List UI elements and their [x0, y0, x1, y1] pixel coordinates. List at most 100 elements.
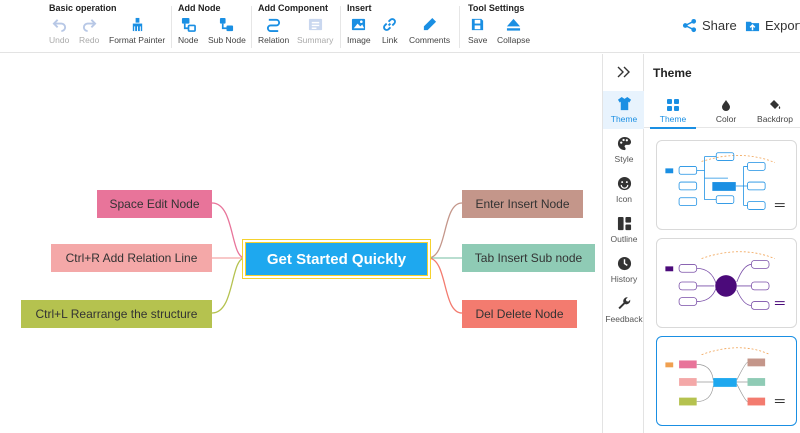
toolbar: Basic operation Undo Redo Format Painter… — [0, 0, 800, 53]
save-icon — [472, 18, 484, 31]
undo-button[interactable]: Undo — [49, 17, 69, 50]
redo-label: Redo — [79, 35, 100, 45]
export-button[interactable]: Export — [745, 15, 800, 35]
tab-label: Backdrop — [757, 113, 793, 124]
clock-icon — [617, 256, 631, 271]
node-label: Node — [178, 35, 199, 45]
outline-icon — [617, 216, 631, 231]
theme-card-blue[interactable] — [656, 140, 797, 230]
node-tab-insert-sub[interactable]: Tab Insert Sub node — [462, 244, 595, 272]
theme-preview — [665, 347, 785, 406]
sub-node-icon — [220, 17, 234, 32]
rail-item-theme[interactable]: Theme — [603, 91, 645, 129]
tab-theme[interactable]: Theme — [648, 94, 698, 129]
image-icon — [352, 18, 366, 31]
node-icon — [181, 17, 196, 32]
node-enter-insert[interactable]: Enter Insert Node — [462, 190, 583, 218]
group-title: Add Node — [178, 3, 221, 13]
rail-item-label: History — [610, 274, 638, 284]
rail-item-feedback[interactable]: Feedback — [603, 291, 645, 329]
node-del-delete[interactable]: Del Delete Node — [462, 300, 577, 328]
rail-item-icon[interactable]: Icon — [603, 171, 645, 209]
grid-icon — [667, 98, 679, 111]
collapse-button[interactable]: Collapse — [497, 17, 530, 50]
double-chevron-right-icon — [617, 66, 630, 78]
export-icon — [745, 21, 760, 31]
tab-backdrop[interactable]: Backdrop — [750, 94, 800, 128]
group-title: Insert — [347, 3, 372, 13]
node-button[interactable]: Node — [178, 17, 198, 50]
palette-icon — [617, 136, 631, 151]
collapse-label: Collapse — [497, 35, 531, 45]
sub-node-label: Sub Node — [208, 35, 246, 45]
summary-label: Summary — [297, 35, 334, 45]
node-ctrl-l-rearrange[interactable]: Ctrl+L Rearrange the structure — [21, 300, 212, 328]
group-add-node: Add Node Node Sub Node — [178, 0, 253, 53]
mindmap-links — [211, 202, 463, 314]
relation-icon — [267, 18, 281, 32]
comments-button[interactable]: Comments — [409, 17, 450, 50]
image-label: Image — [347, 35, 371, 45]
rail-item-label: Feedback — [605, 314, 643, 324]
theme-preview — [665, 251, 785, 310]
redo-button[interactable]: Redo — [79, 17, 99, 50]
group-basic-operation: Basic operation Undo Redo Format Painter — [49, 0, 174, 53]
group-insert: Insert Image Link Comments — [347, 0, 460, 53]
collapse-panel-button[interactable] — [603, 60, 645, 84]
summary-icon — [308, 18, 322, 31]
group-tool-settings: Tool Settings Save Collapse — [468, 0, 548, 53]
tab-label: Theme — [659, 113, 687, 124]
undo-label: Undo — [49, 35, 70, 45]
format-painter-label: Format Painter — [109, 35, 166, 45]
undo-icon — [52, 19, 66, 32]
theme-panel: Theme Theme Color Backdrop — [644, 54, 800, 433]
comments-icon — [423, 17, 437, 31]
rail-item-style[interactable]: Style — [603, 131, 645, 169]
rail-item-label: Outline — [610, 234, 638, 244]
panel-title: Theme — [653, 66, 692, 80]
shirt-icon — [617, 96, 631, 111]
group-title: Basic operation — [49, 3, 117, 13]
rail-item-outline[interactable]: Outline — [603, 211, 645, 249]
comments-label: Comments — [409, 35, 451, 45]
summary-button[interactable]: Summary — [297, 17, 333, 50]
group-title: Tool Settings — [468, 3, 525, 13]
rail-item-label: Icon — [615, 194, 633, 204]
link-button[interactable]: Link — [382, 17, 398, 50]
format-painter-button[interactable]: Format Painter — [109, 17, 165, 50]
tab-label: Color — [715, 113, 737, 124]
export-label: Export — [765, 17, 800, 33]
color-drops-icon — [722, 99, 730, 111]
link-icon — [383, 18, 397, 31]
tab-color[interactable]: Color — [701, 94, 751, 128]
sub-node-button[interactable]: Sub Node — [208, 17, 246, 50]
group-add-component: Add Component Relation Summary — [258, 0, 342, 53]
format-painter-icon — [132, 17, 142, 32]
group-title: Add Component — [258, 3, 328, 13]
theme-card-purple[interactable] — [656, 238, 797, 328]
share-label: Share — [702, 17, 737, 33]
wrench-icon — [617, 297, 630, 310]
theme-card-colorful[interactable] — [656, 336, 797, 426]
rail-item-label: Style — [614, 154, 634, 164]
panel-tabs: Theme Color Backdrop — [644, 94, 800, 129]
save-button[interactable]: Save — [468, 17, 487, 50]
mindmap-canvas[interactable]: Get Started Quickly Space Edit Node Ctrl… — [0, 54, 602, 433]
link-label: Link — [382, 35, 398, 45]
rail-item-label: Theme — [610, 114, 638, 124]
root-node[interactable]: Get Started Quickly — [245, 242, 428, 276]
relation-label: Relation — [258, 35, 290, 45]
node-space-edit[interactable]: Space Edit Node — [97, 190, 212, 218]
node-ctrl-r-relation[interactable]: Ctrl+R Add Relation Line — [51, 244, 212, 272]
rail-item-history[interactable]: History — [603, 251, 645, 289]
save-label: Save — [468, 35, 488, 45]
share-button[interactable]: Share — [682, 15, 737, 35]
theme-preview — [665, 152, 785, 210]
redo-icon — [82, 19, 97, 32]
side-rail: Theme Style Icon Outline History Feedbac… — [602, 54, 645, 433]
image-button[interactable]: Image — [347, 17, 371, 50]
smiley-icon — [617, 176, 631, 191]
paint-bucket-icon — [770, 99, 781, 109]
share-icon — [682, 18, 697, 32]
relation-button[interactable]: Relation — [258, 17, 289, 50]
